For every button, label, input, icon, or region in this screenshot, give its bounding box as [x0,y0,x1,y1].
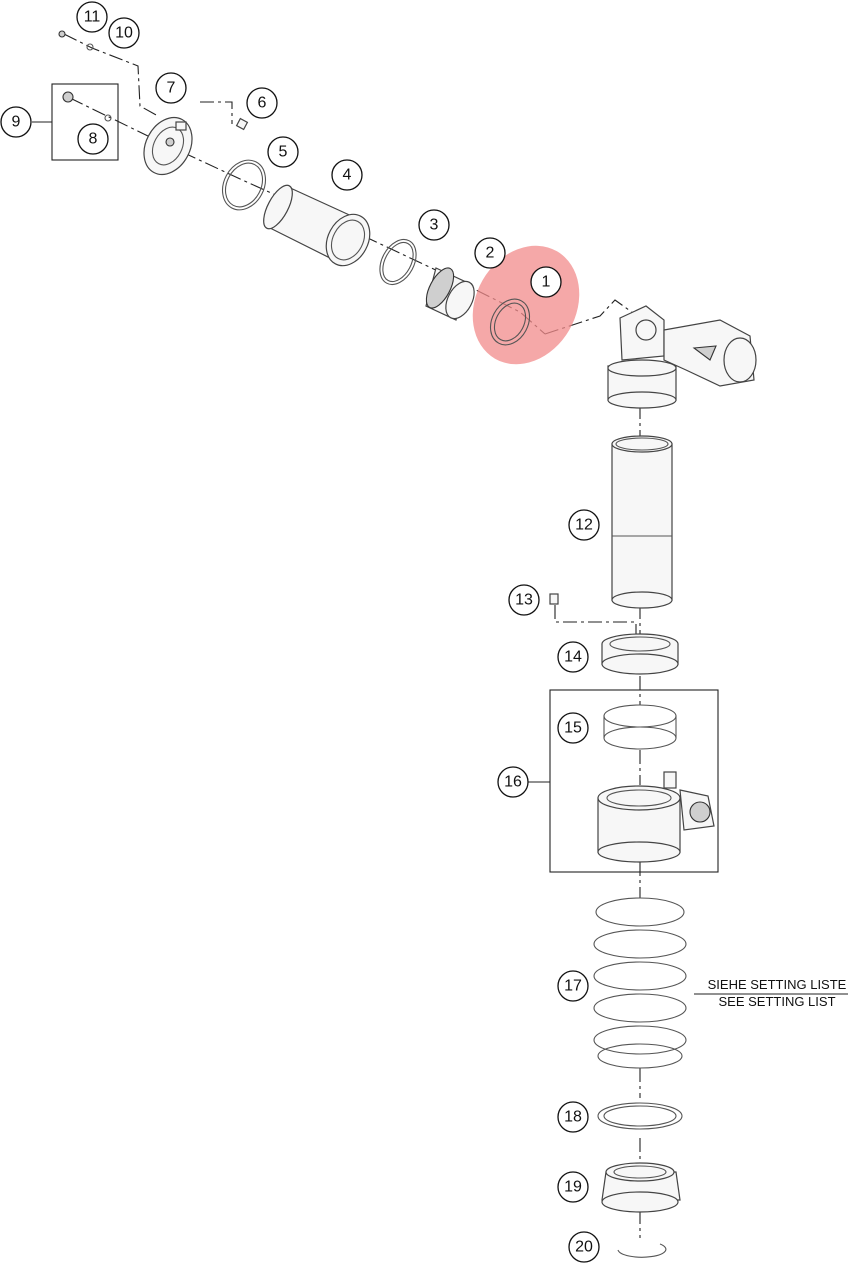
svg-text:3: 3 [430,217,439,234]
note-line-german: SIEHE SETTING LISTE [708,977,847,992]
callout-17: 17 [557,970,589,1002]
part-6-screw [235,117,249,131]
callout-15: 15 [557,712,589,744]
svg-text:19: 19 [564,1179,582,1196]
part-1-seal-ring [489,298,531,346]
svg-text:6: 6 [258,95,267,112]
callout-12: 12 [568,509,600,541]
svg-text:7: 7 [167,80,176,97]
part-20-circlip [617,1243,667,1258]
callout-14: 14 [557,641,589,673]
callout-2: 2 [474,237,506,269]
callout-11: 11 [76,1,108,33]
callout-1: 1 [530,266,562,298]
part-4-reservoir-cylinder [263,184,371,267]
setting-list-note: SIEHE SETTING LISTE SEE SETTING LIST [708,977,847,1009]
callout-18: 18 [557,1101,589,1133]
callout-9: 9 [0,106,32,138]
svg-text:8: 8 [89,131,98,148]
note-line-english: SEE SETTING LIST [718,994,835,1009]
svg-text:9: 9 [12,114,21,131]
part-19-bottom-seat [601,1162,681,1213]
svg-text:14: 14 [564,649,582,666]
svg-text:11: 11 [84,9,101,26]
svg-text:20: 20 [575,1239,593,1256]
callout-7: 7 [155,72,187,104]
svg-text:1: 1 [542,274,551,291]
part-17-spring [593,897,687,1069]
part-15-spring-seat [603,704,677,750]
part-2-piston [425,267,475,321]
part-7-end-cap [143,116,193,176]
small-bolts-10-11 [58,30,94,51]
svg-text:18: 18 [564,1109,582,1126]
part-14-lock-nut [601,633,679,675]
callout-6: 6 [246,87,278,119]
part-18-washer [597,1102,683,1130]
callout-20: 20 [568,1231,600,1263]
part-3-ring [379,238,417,286]
callout-5: 5 [267,136,299,168]
shock-body-head [607,305,757,409]
callout-10: 10 [108,17,140,49]
svg-text:17: 17 [564,978,582,995]
svg-text:10: 10 [115,25,133,42]
callout-19: 19 [557,1171,589,1203]
svg-text:12: 12 [575,517,593,534]
part-5-o-ring [221,159,267,211]
kit-box-15-16 [528,689,719,873]
callout-4: 4 [331,159,363,191]
callout-3: 3 [418,209,450,241]
kit-box-8-9 [32,83,119,161]
callout-16: 16 [497,766,529,798]
svg-text:5: 5 [279,144,288,161]
part-12-damper-tube [611,435,673,609]
svg-text:4: 4 [343,167,352,184]
part-16-preload-adjuster [597,771,715,863]
callout-8: 8 [77,123,109,155]
svg-text:13: 13 [515,592,533,609]
part-13-pin [549,593,559,605]
svg-text:16: 16 [504,774,522,791]
svg-text:15: 15 [564,720,582,737]
svg-text:2: 2 [486,245,495,262]
callout-13: 13 [508,584,540,616]
